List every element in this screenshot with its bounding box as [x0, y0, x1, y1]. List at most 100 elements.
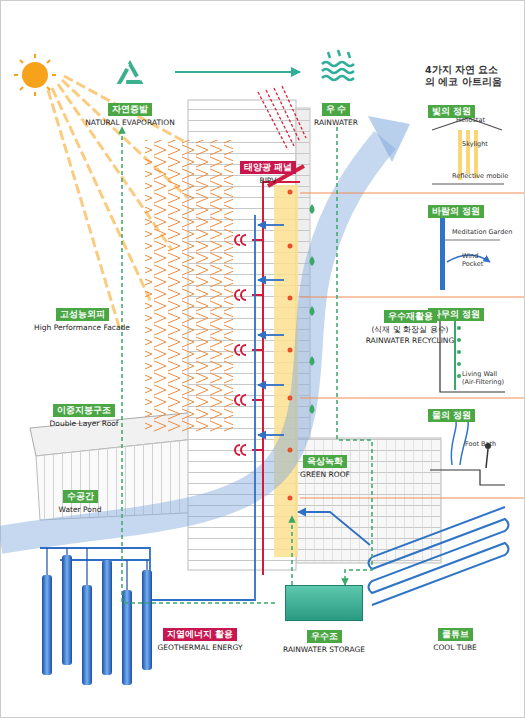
- tab-title: 옥상녹화: [303, 455, 347, 468]
- garden-tree: [457, 326, 461, 378]
- part-label: Foot Bath: [465, 440, 510, 448]
- garden-tree: [454, 320, 456, 390]
- garden-tab: 바람의 정원: [428, 199, 498, 218]
- airflow-arrow: [0, 140, 385, 540]
- floor-markers: [310, 306, 315, 316]
- garden-tab: 물의 정원: [428, 403, 498, 422]
- heating-pipe: [252, 449, 263, 451]
- floor-markers: [288, 190, 525, 501]
- heating-pipe: [235, 290, 240, 300]
- heating-pipe: [252, 294, 263, 296]
- flow-arrow: [337, 127, 372, 585]
- heating-pipe: [241, 345, 246, 355]
- cooling-pipe: [258, 384, 284, 386]
- facade-sunlight: [145, 140, 233, 432]
- rain-symbol: [348, 52, 350, 58]
- heating-pipe: [241, 445, 246, 455]
- system-label: 고성능외피High Performance Facade: [20, 302, 144, 332]
- tank-body: [285, 585, 363, 621]
- sun-symbol: [47, 87, 50, 90]
- geothermal-pipes: [46, 548, 47, 575]
- tab-title: 수공간: [63, 490, 98, 503]
- tab-title: 태양광 패널: [240, 161, 296, 174]
- tab-title: 우수재활용: [384, 310, 437, 323]
- sub-text: NATURAL EVAPORATION: [85, 118, 175, 127]
- floor-markers: [288, 244, 293, 249]
- system-label: 지열에너지 활용GEOTHERMAL ENERGY: [150, 622, 250, 652]
- floor-markers: [300, 297, 524, 298]
- floor-markers: [300, 498, 524, 499]
- heating-pipe: [252, 239, 263, 241]
- rain-symbol: [328, 52, 330, 58]
- cycle-label: 자연증발 NATURAL EVAPORATION: [85, 57, 175, 127]
- sub-text: Water Pond: [40, 505, 120, 514]
- garden-light: [466, 130, 470, 174]
- sub-text: RAINWATER RECYCLING: [345, 336, 475, 345]
- system-label: 수공간 Water Pond: [40, 484, 120, 514]
- sun-symbol: [47, 60, 50, 63]
- sun-symbol: [20, 60, 23, 63]
- geothermal-pipes: [62, 555, 72, 665]
- part-label: Heliostat: [456, 116, 506, 124]
- garden-tree: [457, 350, 461, 354]
- heating-pipe: [252, 399, 263, 401]
- building: [296, 438, 441, 563]
- garden-wind: [440, 212, 500, 290]
- floor-markers: [300, 193, 524, 498]
- storage-tank: 우수조RAINWATER STORAGE: [275, 585, 373, 654]
- heating-pipe: [241, 290, 246, 300]
- tab-title: 바람의 정원: [428, 205, 484, 218]
- cycle-label: 우 수RAINWATER: [300, 50, 372, 127]
- cool-tube: [369, 507, 509, 605]
- cooling-pipe: [258, 434, 284, 436]
- geothermal-pipes: [82, 585, 92, 685]
- sun-symbol: [52, 74, 56, 76]
- tab-title: 우수조: [307, 630, 342, 643]
- heating-pipe: [252, 349, 263, 351]
- tab-title: 쿨튜브: [438, 628, 473, 641]
- sub-text: Double Layer Roof: [24, 419, 144, 428]
- floor-markers: [310, 256, 315, 266]
- heating-pipe: [235, 182, 300, 575]
- garden-light: [432, 184, 504, 185]
- heating-pipe: [263, 182, 300, 575]
- floor-markers: [310, 356, 315, 366]
- facade-sunlight: [145, 140, 233, 432]
- heating-pipe: [235, 445, 240, 455]
- airflow-arrow: [368, 116, 410, 162]
- building: [296, 438, 441, 563]
- tab-title: 자연증발: [108, 103, 152, 116]
- tab-title: 물의 정원: [428, 409, 475, 422]
- floor-markers: [310, 204, 315, 214]
- sub-text: GREEN ROOF: [285, 470, 365, 479]
- recycle-symbol: [120, 64, 140, 82]
- rain-symbol: [322, 76, 354, 80]
- airflow-arrow: [0, 116, 410, 540]
- system-label: 우수재활용(식재 및 화장실 용수)RAINWATER RECYCLING: [345, 304, 475, 345]
- floor-markers: [288, 190, 293, 501]
- sub-text: BIPV: [230, 176, 306, 185]
- sun-symbol: [20, 87, 23, 90]
- flow-arrow: [122, 127, 275, 603]
- tab-title: 이중지붕구조: [53, 404, 115, 417]
- garden-tab: 나무의 정원: [428, 302, 498, 321]
- geothermal-pipes: [66, 548, 67, 555]
- geothermal-pipes: [42, 575, 52, 675]
- garden-water: [486, 449, 488, 468]
- rainwater-supply: [291, 516, 293, 585]
- part-label: Living Wall (Air-Filtering): [462, 370, 512, 386]
- heating-pipe: [235, 345, 240, 355]
- sun-symbol: [14, 74, 18, 76]
- rain-symbol: [338, 50, 340, 56]
- tab-title: 고성능외피: [56, 308, 109, 321]
- sun-symbol: [34, 92, 36, 96]
- cooling-pipe: [258, 334, 284, 336]
- system-label: 쿨튜브COOL TUBE: [415, 622, 495, 652]
- part-label: Meditation Garden: [452, 228, 517, 236]
- flow-arrow: [175, 71, 300, 73]
- floor-markers: [288, 396, 293, 401]
- rain-symbol: [322, 69, 354, 73]
- sun-symbol: [64, 76, 200, 150]
